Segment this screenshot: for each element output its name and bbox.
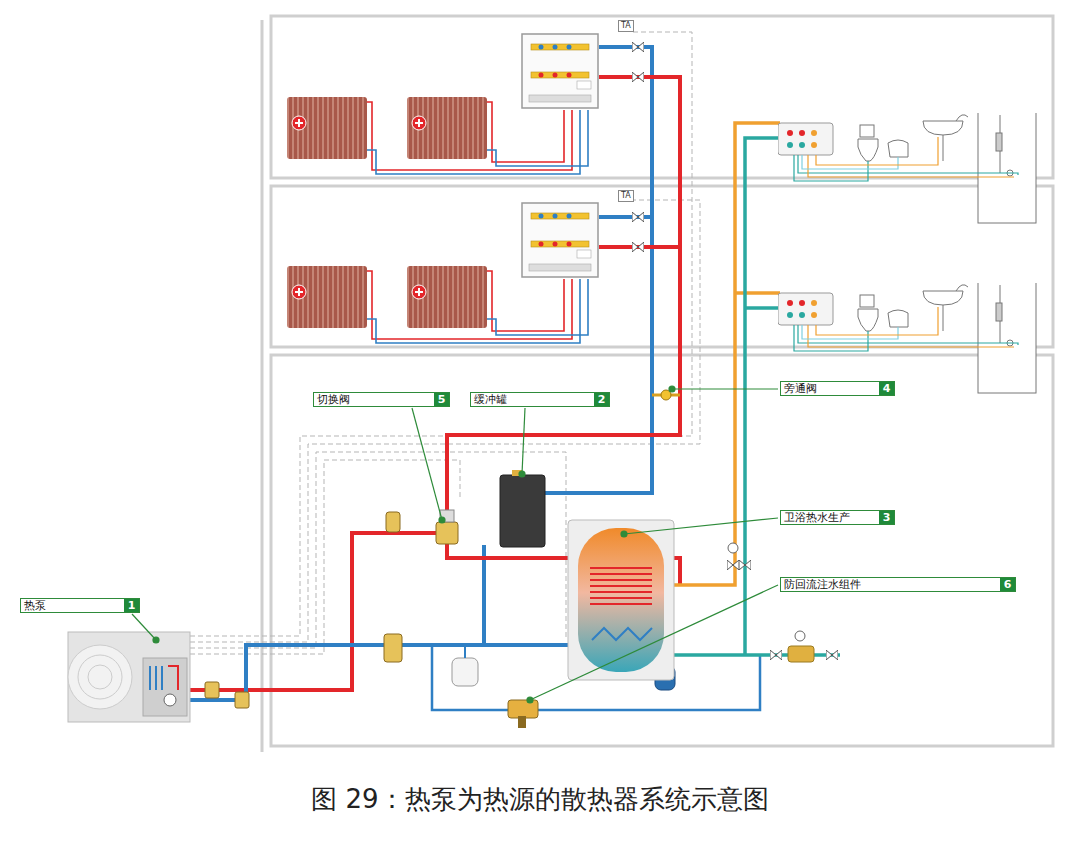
callout-number: 1 — [124, 599, 139, 612]
part-name: TA — [619, 21, 633, 31]
callout-number: 4 — [879, 382, 894, 395]
figure-caption: 图 29：热泵为热源的散热器系统示意图 — [0, 782, 1080, 816]
callout-box: 缓冲罐2 — [470, 392, 610, 407]
thermostat-box: TA — [618, 190, 634, 202]
part-name: 热泵 — [21, 599, 124, 612]
part-name: 切换阀 — [314, 393, 434, 406]
callout-box: 防回流注水组件6 — [780, 577, 1016, 592]
callout-number: 3 — [879, 511, 894, 524]
callout-box: 卫浴热水生产3 — [780, 510, 895, 525]
callout-number: 5 — [434, 393, 449, 406]
thermostat-box: TA — [618, 20, 634, 32]
callout-box: 旁通阀4 — [780, 381, 895, 396]
part-name: 防回流注水组件 — [781, 578, 1000, 591]
part-name: 缓冲罐 — [471, 393, 594, 406]
callout-box: 热泵1 — [20, 598, 140, 613]
part-name: 卫浴热水生产 — [781, 511, 879, 524]
callout-number: 6 — [1000, 578, 1015, 591]
callout-box: 切换阀5 — [313, 392, 450, 407]
part-name: TA — [619, 191, 633, 201]
callout-number: 2 — [594, 393, 609, 406]
part-name: 旁通阀 — [781, 382, 879, 395]
